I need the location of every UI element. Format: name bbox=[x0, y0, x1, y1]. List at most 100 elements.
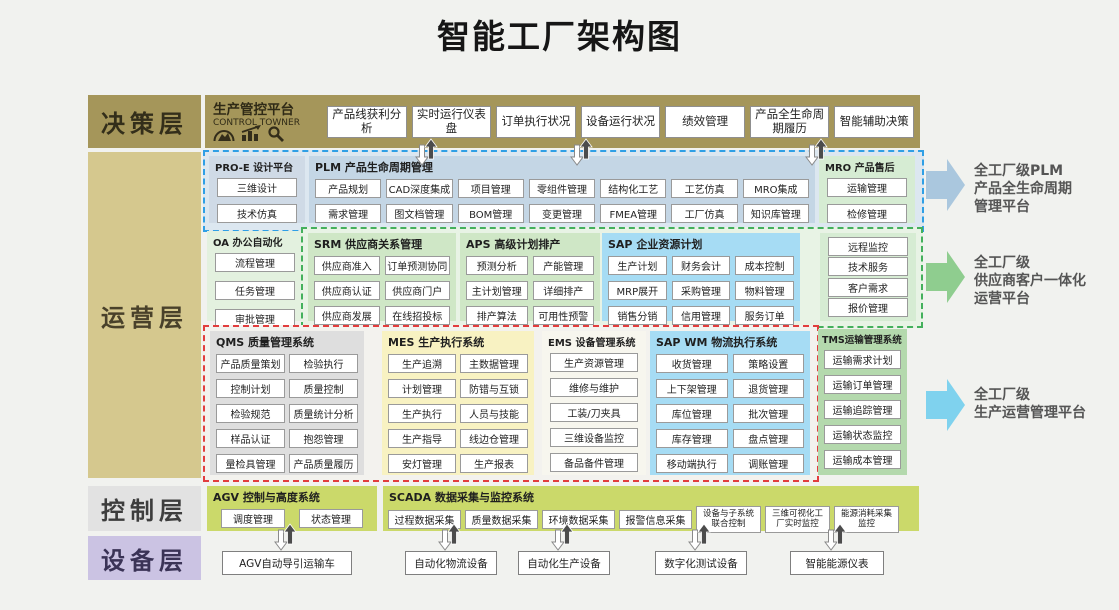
section-title: EMS 设备管理系统 bbox=[548, 338, 636, 349]
module-box: 知识库管理 bbox=[742, 204, 809, 223]
mountain-dome-icon bbox=[213, 127, 235, 146]
module-box: 设备与子系统 联合控制 bbox=[696, 506, 761, 533]
module-box: 质量控制 bbox=[289, 379, 358, 398]
module-box: 财务会计 bbox=[671, 256, 731, 275]
layer-label-control: 控制层 bbox=[88, 486, 201, 531]
module-box: MRO集成 bbox=[742, 179, 809, 198]
module-box: 运输状态监控 bbox=[824, 425, 901, 444]
section-ems: EMS 设备管理系统 生产资源管理 维修与维护 工装/刀夹具 三维设备监控 备品… bbox=[542, 331, 646, 475]
module-box: 采购管理 bbox=[671, 281, 731, 300]
module-box: 产品质量履历 bbox=[289, 454, 358, 473]
module-box: 实时运行仪表盘 bbox=[411, 105, 492, 138]
section-title: APS 高级计划排产 bbox=[466, 238, 561, 251]
plm-group-outline: PRO-E 设计平台 三维设计 技术仿真 PLM 产品生命周期管理 产品规划 C… bbox=[203, 150, 924, 232]
module-box: 订单预测协同 bbox=[384, 256, 450, 275]
section-title: PLM 产品生命周期管理 bbox=[315, 161, 433, 174]
section-sap-erp: SAP 企业资源计划 生产计划 财务会计 成本控制 MRP展开 采购管理 物料管… bbox=[602, 233, 800, 325]
section-oa: OA 办公自动化 流程管理 任务管理 审批管理 bbox=[207, 231, 303, 328]
section-title: SAP 企业资源计划 bbox=[608, 238, 703, 251]
module-box: 产品全生命周期履历 bbox=[749, 105, 830, 138]
module-box: 运输管理 bbox=[827, 178, 907, 197]
module-box: 收货管理 bbox=[656, 354, 728, 373]
module-box: 工艺仿真 bbox=[671, 179, 738, 198]
module-box: 运输订单管理 bbox=[824, 375, 901, 394]
module-box: 任务管理 bbox=[215, 281, 295, 300]
module-box: FMEA管理 bbox=[600, 204, 667, 223]
module-box: 服务订单 bbox=[735, 306, 794, 325]
module-box: 成本控制 bbox=[735, 256, 794, 275]
section-mro: MRO 产品售后 运输管理 检修管理 bbox=[819, 156, 915, 223]
module-box: 维修与维护 bbox=[550, 378, 638, 397]
module-box: 移动端执行 bbox=[656, 454, 728, 473]
module-box: 销售分销 bbox=[608, 306, 667, 325]
layer-label-operations: 运营层 bbox=[88, 152, 201, 478]
layer-label-equipment: 设备层 bbox=[88, 536, 201, 580]
module-box: 需求管理 bbox=[315, 204, 382, 223]
module-box: 运输追踪管理 bbox=[824, 400, 901, 419]
module-box: 信用管理 bbox=[671, 306, 731, 325]
module-box: 设备运行状况 bbox=[580, 105, 661, 138]
module-box: 环境数据采集 bbox=[542, 510, 615, 529]
section-mro-services: 远程监控 技术服务 客户需求 报价管理 bbox=[820, 233, 916, 321]
section-sap-wm: SAP WM 物流执行系统 收货管理 策略设置 上下架管理 退货管理 库位管理 … bbox=[650, 331, 810, 475]
right-arrow-icon bbox=[926, 251, 965, 303]
updown-arrows-icon bbox=[569, 138, 595, 166]
section-proe: PRO-E 设计平台 三维设计 技术仿真 bbox=[209, 156, 305, 223]
module-box: 检验执行 bbox=[289, 354, 358, 373]
module-box: 调账管理 bbox=[732, 454, 804, 473]
section-scada: SCADA 数据采集与监控系统 过程数据采集 质量数据采集 环境数据采集 报警信… bbox=[383, 486, 919, 533]
module-box: 产能管理 bbox=[532, 256, 594, 275]
module-box: 质量统计分析 bbox=[289, 404, 358, 423]
production-control-platform: 生产管控平台 CONTROL TOWNER bbox=[205, 96, 325, 148]
module-box: MRP展开 bbox=[608, 281, 667, 300]
module-box: 结构化工艺 bbox=[600, 179, 667, 198]
module-box: 三维可视化工 厂实时监控 bbox=[765, 506, 830, 533]
equipment-box: 数字化测试设备 bbox=[655, 551, 747, 575]
module-box: 智能辅助决策 bbox=[834, 105, 915, 138]
module-box: 报价管理 bbox=[828, 298, 908, 318]
module-box: 生产追溯 bbox=[388, 354, 456, 373]
section-title: SRM 供应商关系管理 bbox=[314, 238, 423, 251]
module-box: 备品备件管理 bbox=[550, 453, 638, 472]
module-box: 三维设备监控 bbox=[550, 428, 638, 447]
module-box: 退货管理 bbox=[732, 379, 804, 398]
module-box: 产品质量策划 bbox=[216, 354, 285, 373]
module-box: 量检具管理 bbox=[216, 454, 285, 473]
module-box: 绩效管理 bbox=[665, 105, 745, 138]
module-box: 盘点管理 bbox=[732, 429, 804, 448]
module-box: 变更管理 bbox=[528, 204, 596, 223]
module-box: 在线招投标 bbox=[384, 306, 450, 325]
decision-buttons: 产品线获利分析 实时运行仪表盘 订单执行状况 设备运行状况 绩效管理 产品全生命… bbox=[325, 105, 920, 138]
equipment-box: 自动化物流设备 bbox=[405, 551, 497, 575]
section-agv: AGV 控制与高度系统 调度管理 状态管理 bbox=[207, 486, 377, 531]
module-box: 状态管理 bbox=[299, 509, 363, 528]
right-arrow-icon bbox=[926, 379, 965, 431]
module-box: 产品线获利分析 bbox=[327, 105, 407, 138]
annotation-plm: 全工厂级PLM 产品全生命周期 管理平台 bbox=[974, 163, 1072, 216]
annotation-supplier: 全工厂级 供应商客户一体化 运营平台 bbox=[974, 255, 1086, 308]
right-arrow-icon bbox=[926, 159, 965, 211]
module-box: 供应商准入 bbox=[314, 256, 380, 275]
module-box: 调度管理 bbox=[221, 509, 285, 528]
module-box: CAD深度集成 bbox=[386, 179, 453, 198]
module-box: 主数据管理 bbox=[460, 354, 528, 373]
module-box: 检修管理 bbox=[827, 204, 907, 223]
section-tms: TMS运输管理系统 运输需求计划 运输订单管理 运输追踪管理 运输状态监控 运输… bbox=[818, 329, 907, 475]
section-title: AGV 控制与高度系统 bbox=[213, 491, 320, 504]
module-box: 技术仿真 bbox=[217, 204, 297, 223]
module-box: 生产报表 bbox=[460, 454, 528, 473]
module-box: 质量数据采集 bbox=[465, 510, 538, 529]
section-title: MES 生产执行系统 bbox=[388, 336, 485, 349]
module-box: 能源消耗采集 监控 bbox=[834, 506, 899, 533]
module-box: 产品规划 bbox=[315, 179, 382, 198]
module-box: 三维设计 bbox=[217, 178, 297, 197]
module-box: 排产算法 bbox=[466, 306, 528, 325]
section-qms: QMS 质量管理系统 产品质量策划 检验执行 控制计划 质量控制 检验规范 质量… bbox=[210, 331, 364, 475]
decision-layer-panel: 生产管控平台 CONTROL TOWNER 产品线获利分析 实时运行仪表盘 订单… bbox=[205, 95, 920, 148]
section-title: SCADA 数据采集与监控系统 bbox=[389, 491, 534, 504]
module-box: 安灯管理 bbox=[388, 454, 456, 473]
module-box: 技术服务 bbox=[828, 257, 908, 277]
module-box: 检验规范 bbox=[216, 404, 285, 423]
updown-arrows-icon bbox=[273, 523, 299, 551]
